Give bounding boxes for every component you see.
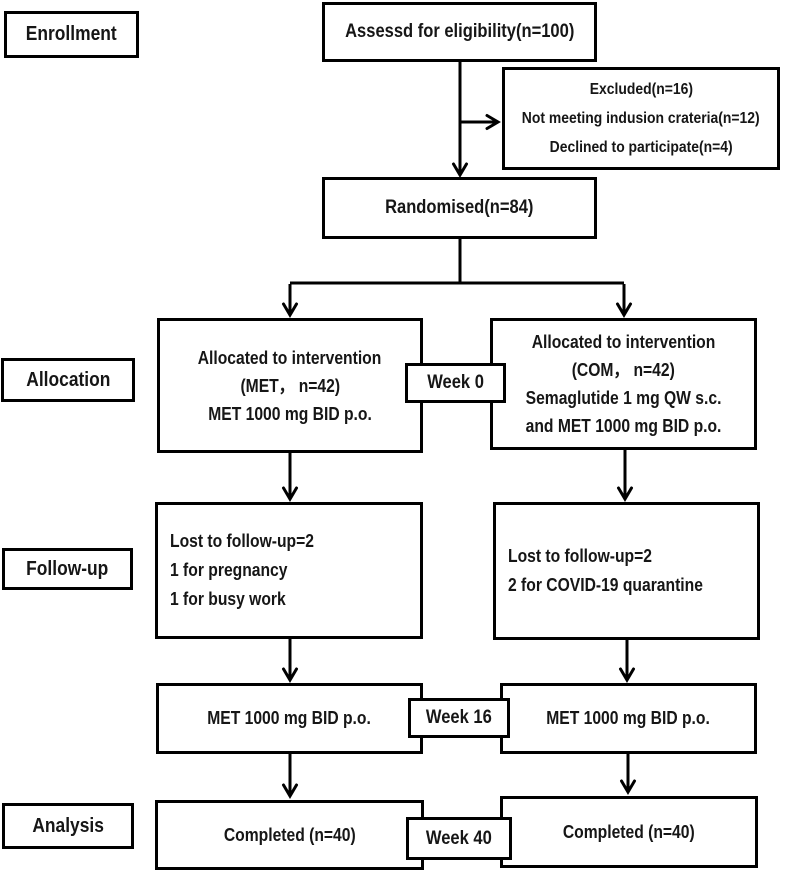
stage-label-followup-text: Follow-up [26, 557, 109, 580]
box-followup-com: Lost to follow-up=2 2 for COVID-19 quara… [493, 502, 760, 640]
met-continuation-right-text: MET 1000 mg BID p.o. [546, 708, 711, 728]
excluded-reason1-text: Not meeting indusion crateria(n=12) [522, 110, 760, 127]
box-completed-met: Completed (n=40) [155, 800, 424, 870]
box-followup-met: Lost to follow-up=2 1 for pregnancy 1 fo… [155, 502, 423, 639]
followup-met-line1-text: Lost to follow-up=2 [170, 531, 314, 551]
box-met-continuation-right: MET 1000 mg BID p.o. [500, 683, 757, 754]
alloc-met-line1-text: Allocated to intervention [198, 347, 382, 368]
alloc-com-line1-text: Allocated to intervention [531, 332, 716, 352]
followup-met-line3-text: 1 for busy work [170, 589, 286, 609]
box-completed-com: Completed (n=40) [500, 796, 758, 868]
alloc-com-line4-text: and MET 1000 mg BID p.o. [525, 416, 722, 436]
followup-com-line2-text: 2 for COVID-19 quarantine [508, 575, 703, 595]
week0-text: Week 0 [427, 372, 484, 393]
box-week16-marker: Week 16 [408, 698, 510, 738]
completed-met-text: Completed (n=40) [223, 824, 356, 845]
stage-label-enrollment-text: Enrollment [26, 23, 117, 45]
box-randomised: Randomised(n=84) [322, 177, 597, 239]
box-met-continuation-left: MET 1000 mg BID p.o. [156, 683, 423, 754]
box-week40-marker: Week 40 [406, 817, 512, 860]
stage-label-enrollment: Enrollment [4, 11, 139, 58]
randomised-text: Randomised(n=84) [385, 197, 534, 218]
alloc-com-line3-text: Semaglutide 1 mg QW s.c. [525, 388, 722, 408]
box-allocation-com: Allocated to intervention (COM， n=42) Se… [490, 318, 757, 450]
excluded-count-text: Excluded(n=16) [589, 81, 693, 98]
followup-com-line1-text: Lost to follow-up=2 [508, 546, 652, 566]
stage-label-analysis: Analysis [2, 803, 134, 849]
box-week0-marker: Week 0 [405, 363, 506, 403]
alloc-met-line2-text: (MET， n=42) [240, 375, 340, 396]
completed-com-text: Completed (n=40) [563, 821, 695, 842]
stage-label-allocation: Allocation [1, 358, 135, 402]
excluded-reason2-text: Declined to participate(n=4) [549, 139, 733, 156]
stage-label-followup: Follow-up [2, 548, 133, 590]
box-assessed-eligibility: Assessd for eligibility(n=100) [322, 2, 597, 62]
assessed-eligibility-text: Assessd for eligibility(n=100) [344, 21, 575, 42]
stage-label-allocation-text: Allocation [25, 368, 111, 391]
week16-text: Week 16 [426, 707, 492, 728]
met-continuation-left-text: MET 1000 mg BID p.o. [207, 708, 372, 728]
alloc-com-line2-text: (COM， n=42) [571, 360, 676, 380]
followup-met-line2-text: 1 for pregnancy [170, 560, 288, 580]
alloc-met-line3-text: MET 1000 mg BID p.o. [208, 403, 372, 424]
box-allocation-met: Allocated to intervention (MET， n=42) ME… [157, 318, 423, 453]
stage-label-analysis-text: Analysis [32, 814, 104, 837]
week40-text: Week 40 [426, 827, 492, 849]
box-excluded: Excluded(n=16) Not meeting indusion crat… [502, 67, 780, 170]
